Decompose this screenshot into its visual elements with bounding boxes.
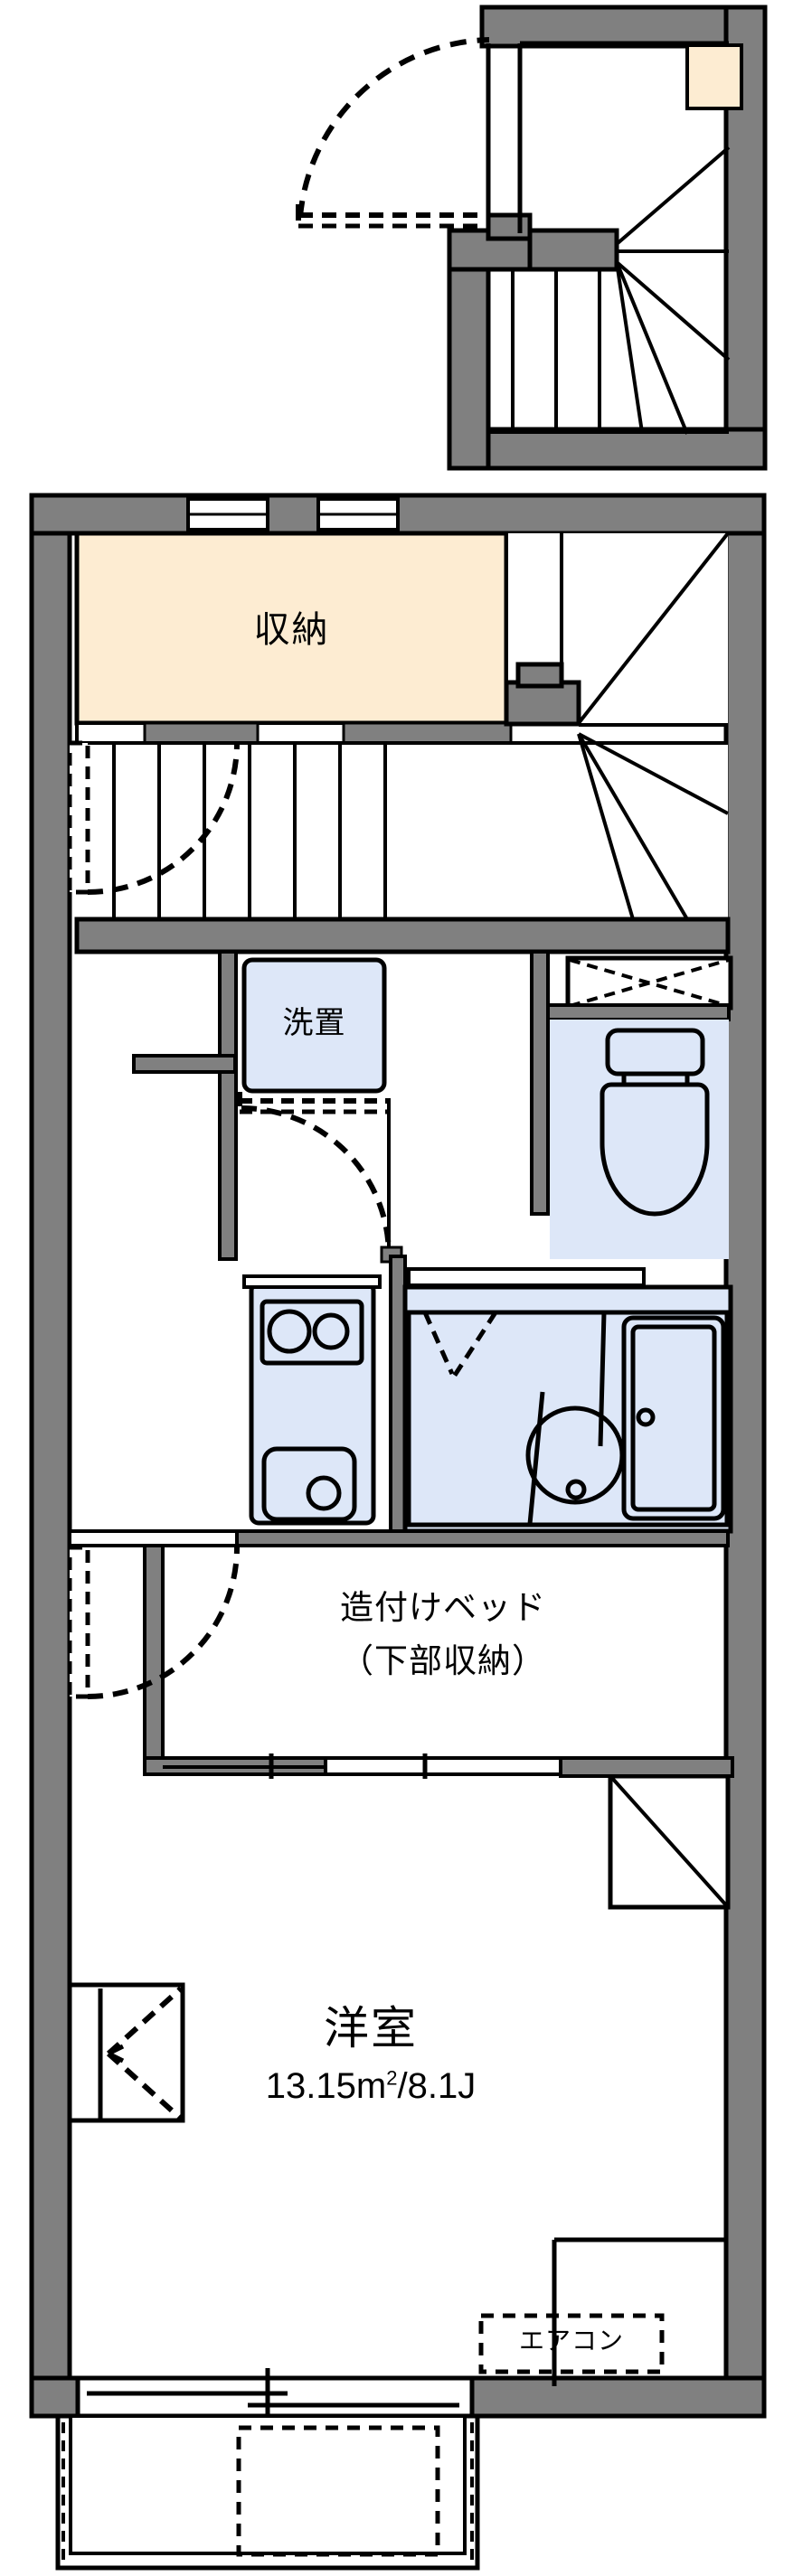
builtin-bed-label-line2: （下部収納） <box>340 1642 546 1679</box>
area-separator: / <box>397 2066 408 2106</box>
upper-outer-walls <box>447 5 768 471</box>
door-swing-lower-left <box>67 1529 240 1699</box>
air-conditioner-label: エアコン <box>518 2327 624 2355</box>
two-burner-stove <box>260 1299 364 1366</box>
western-toilet <box>600 1028 710 1217</box>
main-staircase <box>74 531 731 954</box>
storage-label: 収納 <box>253 610 330 650</box>
area-jo-unit: J <box>458 2066 477 2106</box>
door-swing-upper-left <box>67 740 240 895</box>
upper-floor-plan <box>296 5 768 471</box>
sanitary-zone <box>132 950 733 1264</box>
area-metric-value: 13.15 <box>265 2066 356 2106</box>
western-room-area: 13.15m2/8.1J <box>118 2066 624 2107</box>
washer-space <box>241 957 387 1094</box>
casement-window <box>67 1982 185 2123</box>
builtin-bed-label-line1: 造付けベッド <box>340 1589 546 1626</box>
storage-opening <box>75 721 513 745</box>
air-conditioner-marker <box>478 2237 728 2386</box>
area-exponent: 2 <box>386 2066 398 2090</box>
top-windows <box>186 497 400 531</box>
main-floor-plan <box>29 493 767 2571</box>
balcony <box>55 2368 480 2571</box>
round-washbasin <box>525 1406 625 1505</box>
western-room-label: 洋室 <box>324 2003 418 2054</box>
bathtub <box>621 1315 726 1521</box>
builtin-bed-area <box>143 1544 562 1779</box>
storage-area <box>74 531 509 726</box>
entrance-door-swing <box>296 37 490 229</box>
pipe-shaft <box>559 1756 734 1910</box>
laundry-label: 洗置 <box>282 1006 346 1040</box>
area-jo-value: 8.1 <box>407 2066 458 2106</box>
kitchen-sink <box>261 1446 357 1522</box>
upper-closet-inset <box>685 43 743 110</box>
door-swing-laundry <box>237 1092 392 1256</box>
kitchen-bath-zone <box>143 1255 733 1547</box>
upper-stair-treads <box>486 146 731 435</box>
area-unit: m <box>355 2066 387 2106</box>
